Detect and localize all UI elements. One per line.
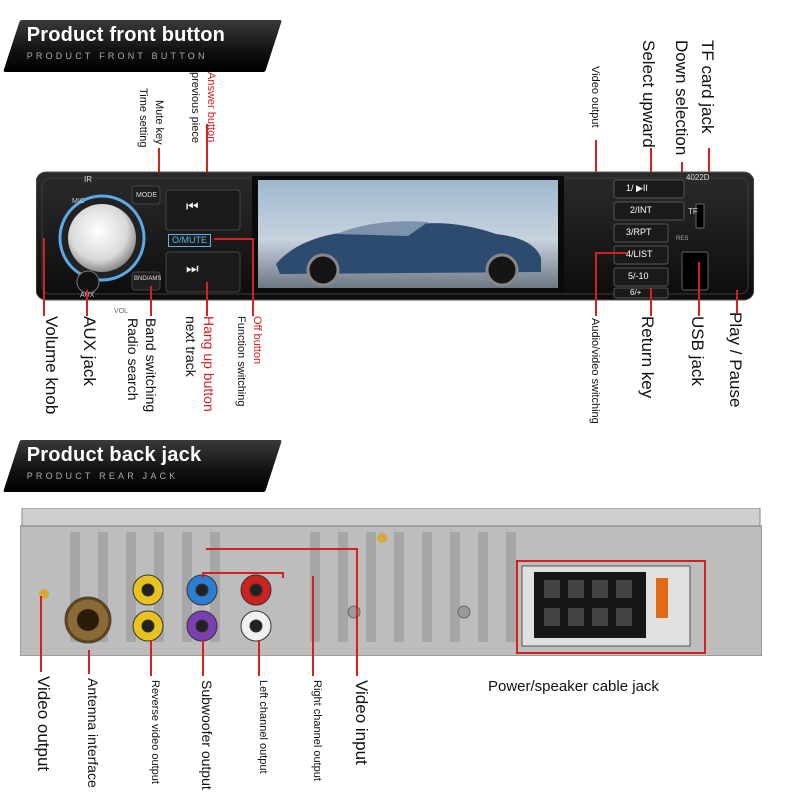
label-antenna-interface: Antenna interface (85, 678, 101, 788)
label-band-switching: Band switching (143, 318, 159, 413)
next-track-icon[interactable]: ⏭ (186, 260, 199, 276)
power-jack-outline (516, 560, 706, 654)
label-play-pause: Play / Pause (726, 312, 745, 408)
label-return-key: Return key (638, 316, 657, 399)
radio-band-label: BND/AMS (134, 276, 162, 282)
label-off-button: Off button (251, 316, 263, 365)
label-down-selection: Down selection (672, 40, 691, 156)
radio-res-label: RES (676, 236, 689, 242)
radio-mute-label: O/MUTE (168, 234, 211, 247)
radio-ir-label: IR (84, 175, 92, 184)
back-section-banner: Product back jack PRODUCT REAR JACK (3, 440, 282, 492)
label-previous-piece: previous piece (189, 72, 201, 143)
label-aux-jack: AUX jack (80, 316, 99, 386)
label-video-input: Video input (352, 680, 371, 765)
radio-rear-graphic (19, 507, 763, 657)
radio-model-label: 4022D (686, 173, 710, 182)
label-power-speaker-cable-jack: Power/speaker cable jack (488, 678, 659, 695)
radio-button-5[interactable]: 5/-10 (628, 271, 649, 281)
label-radio-search: Radio search (125, 318, 141, 401)
label-audio-video-switching: Audio/video switching (589, 318, 601, 424)
radio-button-6[interactable]: 6/+ (630, 288, 642, 297)
label-video-output-front: Video output (589, 66, 601, 128)
front-section-subtitle: PRODUCT FRONT BUTTON (26, 51, 208, 61)
radio-tf-label: TF (688, 207, 698, 216)
label-next-track: next track (183, 316, 199, 377)
radio-front-graphic (35, 171, 755, 301)
label-select-upward: Select upward (639, 40, 658, 148)
radio-button-4[interactable]: 4/LIST (626, 249, 653, 259)
label-time-setting: Time setting (137, 88, 149, 148)
back-section-subtitle: PRODUCT REAR JACK (26, 471, 179, 481)
label-reverse-video-output: Reverse video output (149, 680, 161, 784)
label-video-output-rear: Video output (34, 676, 53, 772)
front-section-title: Product front button (26, 24, 226, 46)
label-usb-jack: USB jack (688, 316, 707, 386)
radio-button-3[interactable]: 3/RPT (626, 227, 652, 237)
radio-button-2[interactable]: 2/INT (630, 205, 653, 215)
previous-track-icon[interactable]: ⏮ (186, 198, 199, 214)
label-volume-knob: Volume knob (42, 316, 61, 415)
radio-button-1[interactable]: 1/ ▶II (626, 183, 648, 193)
label-right-channel-output: Right channel output (311, 680, 323, 781)
radio-vol-label: VOL (114, 308, 129, 315)
label-tf-card-jack: TF card jack (698, 40, 717, 134)
back-section-title: Product back jack (26, 444, 202, 466)
label-hang-up-button: Hang up button (201, 316, 217, 412)
label-subwoofer-output: Subwoofer output (199, 680, 215, 790)
radio-rear-panel (19, 507, 763, 657)
radio-front-panel: IR MIC MODE AUX BND/AMS O/MUTE 4022D TF … (35, 168, 755, 315)
radio-mode-label: MODE (136, 192, 157, 199)
label-function-switching: Function switching (235, 316, 247, 407)
radio-mic-label: MIC (72, 198, 85, 205)
label-mute-key: Mute key (153, 100, 165, 145)
video-input-outline (202, 572, 284, 578)
front-section-banner: Product front button PRODUCT FRONT BUTTO… (3, 20, 282, 72)
label-left-channel-output: Left channel output (257, 680, 269, 774)
